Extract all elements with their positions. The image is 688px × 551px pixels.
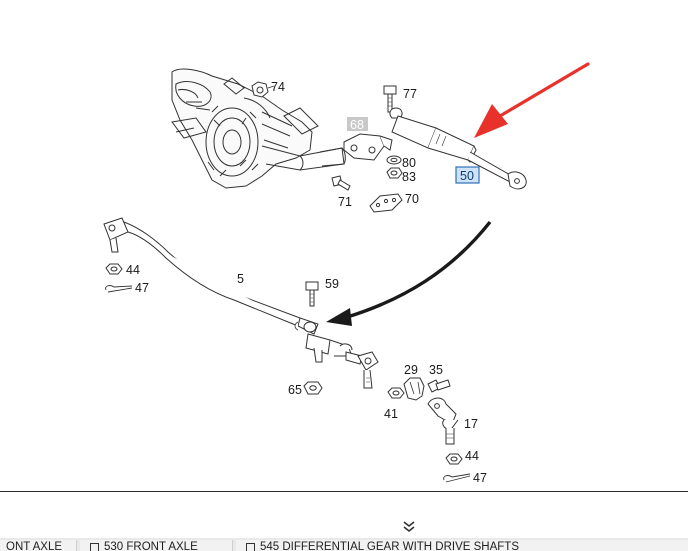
callout-68[interactable]: 68 xyxy=(350,118,364,132)
callout-50[interactable]: 50 xyxy=(460,169,474,183)
callout-68-background xyxy=(347,117,368,131)
part-29-clamp xyxy=(403,377,425,401)
parts-diagram: 74 77 68 80 83 71 70 50 5 44 47 59 65 29… xyxy=(103,62,590,485)
red-pointer-arrow xyxy=(474,62,590,138)
callout-44-left[interactable]: 44 xyxy=(126,263,140,277)
part-47-cotter-pin-left xyxy=(105,285,133,293)
part-5-tie-rod xyxy=(103,217,319,335)
document-icon xyxy=(90,543,99,551)
tab-545-differential-gear[interactable]: 545 DIFFERENTIAL GEAR WITH DRIVE SHAFTS xyxy=(236,540,688,551)
part-70-plate xyxy=(369,193,403,213)
callout-5[interactable]: 5 xyxy=(237,272,244,286)
part-80-washer xyxy=(386,155,402,165)
part-17-tie-rod-end xyxy=(427,397,459,445)
callout-80[interactable]: 80 xyxy=(402,156,416,170)
part-41-nut xyxy=(387,387,405,399)
tie-rod-clamp xyxy=(305,333,363,365)
part-35-bolt xyxy=(427,379,451,393)
part-71-bolt xyxy=(331,175,351,191)
tab-label: 530 FRONT AXLE xyxy=(104,541,198,551)
callout-65[interactable]: 65 xyxy=(288,383,302,397)
callout-70[interactable]: 70 xyxy=(405,192,419,206)
tab-label: 545 DIFFERENTIAL GEAR WITH DRIVE SHAFTS xyxy=(260,541,520,551)
double-chevron-down-icon[interactable] xyxy=(400,520,418,534)
part-77-bolt xyxy=(383,85,397,113)
callout-41[interactable]: 41 xyxy=(384,407,398,421)
document-icon xyxy=(246,543,255,551)
tab-label: ONT AXLE xyxy=(6,541,63,551)
part-47-cotter-pin-right xyxy=(443,473,471,483)
part-50-steering-damper xyxy=(389,107,527,190)
section-tabs: ONT AXLE 530 FRONT AXLE 545 DIFFERENTIAL… xyxy=(0,538,688,551)
part-74-nut xyxy=(251,81,275,98)
callout-59[interactable]: 59 xyxy=(325,277,339,291)
footer-divider xyxy=(0,491,688,492)
tab-530-front-axle[interactable]: 530 FRONT AXLE xyxy=(80,540,233,551)
callout-35[interactable]: 35 xyxy=(429,363,443,377)
callout-50-highlight[interactable] xyxy=(455,166,480,184)
callout-17[interactable]: 17 xyxy=(464,417,478,431)
part-44-nut-left xyxy=(105,263,123,275)
tie-rod-end-right xyxy=(357,351,379,389)
callout-44-right[interactable]: 44 xyxy=(465,449,479,463)
assembly-arrow xyxy=(326,220,492,326)
part-59-bolt xyxy=(305,281,319,307)
callout-47-left[interactable]: 47 xyxy=(135,281,149,295)
callout-47-right[interactable]: 47 xyxy=(473,471,487,485)
axle-housing xyxy=(171,68,346,189)
part-83-nut xyxy=(386,167,403,179)
tab-front-axle-partial[interactable]: ONT AXLE xyxy=(0,540,77,551)
callout-77[interactable]: 77 xyxy=(403,87,417,101)
callout-83[interactable]: 83 xyxy=(402,170,416,184)
part-68-bracket xyxy=(343,133,393,161)
callout-71[interactable]: 71 xyxy=(338,195,352,209)
part-44-nut-right xyxy=(445,453,463,465)
part-65-nut xyxy=(303,381,323,395)
callout-74[interactable]: 74 xyxy=(271,80,285,94)
callout-29[interactable]: 29 xyxy=(404,363,418,377)
